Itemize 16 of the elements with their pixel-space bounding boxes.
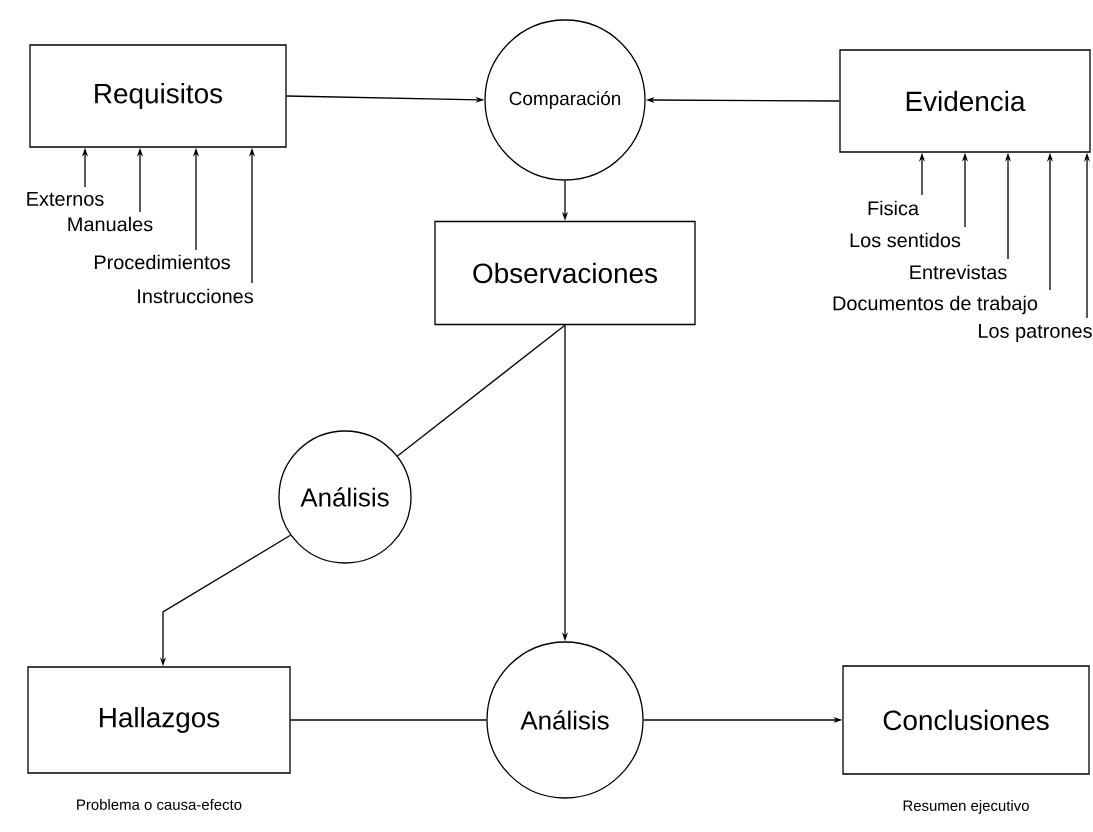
process-box: Requisitos (29, 44, 287, 148)
process-box: Evidencia (839, 49, 1091, 153)
process-box: Conclusiones (842, 665, 1090, 775)
input-label: Entrevistas (910, 264, 1007, 280)
input-label: Procedimientos (95, 254, 230, 270)
process-box: Hallazgos (27, 666, 291, 774)
input-label: Fisica (868, 200, 919, 216)
input-label: Externos (27, 192, 104, 206)
input-label: Los sentidos (850, 232, 961, 248)
input-label: Instrucciones (138, 288, 253, 304)
process-box: Observaciones (434, 220, 696, 326)
input-label: Documentos de trabajo (833, 295, 1038, 315)
input-label: Los patrones (979, 324, 1092, 342)
node-caption: Problema o causa-efecto (77, 798, 242, 810)
node-caption: Resumen ejecutivo (903, 799, 1029, 814)
input-label: Manuales (68, 216, 153, 232)
